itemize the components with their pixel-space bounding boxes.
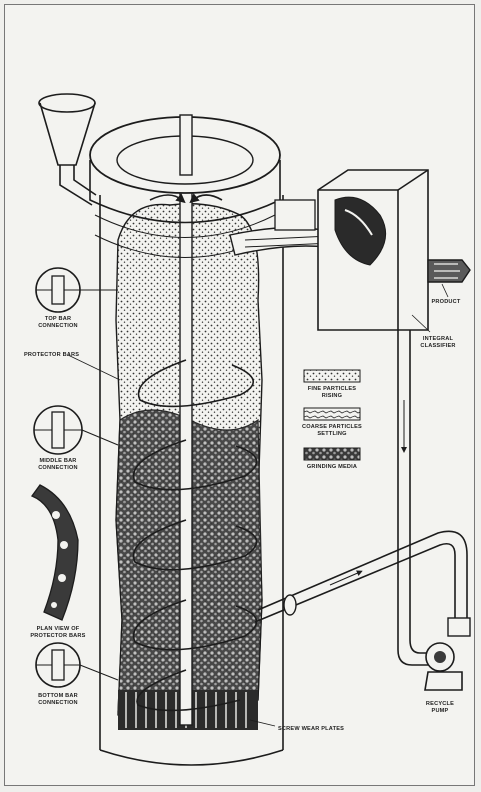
legend-media-label: GRINDING MEDIA [307, 464, 357, 470]
integral-classifier [318, 170, 428, 330]
plan-view-label-2: PROTECTOR BARS [30, 633, 85, 639]
recycle-label: RECYCLE [426, 701, 454, 707]
legend-coarse-line1: COARSE PARTICLES [302, 424, 362, 430]
middle-bar-label-2: CONNECTION [38, 465, 78, 471]
legend-fine-line2: RISING [322, 393, 342, 399]
middle-bar-detail [34, 406, 118, 454]
feed-funnel [39, 94, 96, 205]
top-bar-detail [36, 268, 118, 312]
legend: FINE PARTICLES RISING COARSE PARTICLES S… [302, 370, 362, 470]
legend-swatch-coarse [304, 408, 360, 420]
protector-bars-label: PROTECTOR BARS [24, 352, 79, 358]
legend-swatch-media [304, 448, 360, 460]
product-label: PRODUCT [431, 299, 460, 305]
plan-view-label-1: PLAN VIEW OF [37, 626, 80, 632]
middle-bar-label-1: MIDDLE BAR [39, 458, 76, 464]
recycle-pump [425, 618, 470, 690]
screw-wear-plates-label: SCREW WEAR PLATES [278, 726, 344, 732]
bottom-bar-detail [36, 643, 118, 687]
top-bar-label-2: CONNECTION [38, 323, 78, 329]
legend-swatch-fine [304, 370, 360, 382]
classifier-label: CLASSIFIER [420, 343, 455, 349]
product-outlet [428, 260, 470, 282]
bottom-bar-label-1: BOTTOM BAR [38, 693, 78, 699]
integral-label: INTEGRAL [423, 336, 454, 342]
pump-label: PUMP [432, 708, 449, 714]
top-bar-label-1: TOP BAR [45, 316, 71, 322]
bottom-bar-label-2: CONNECTION [38, 700, 78, 706]
plan-view-detail [32, 485, 78, 620]
recycle-line [255, 330, 467, 665]
legend-fine-line1: FINE PARTICLES [308, 386, 356, 392]
legend-coarse-line2: SETTLING [317, 431, 346, 437]
